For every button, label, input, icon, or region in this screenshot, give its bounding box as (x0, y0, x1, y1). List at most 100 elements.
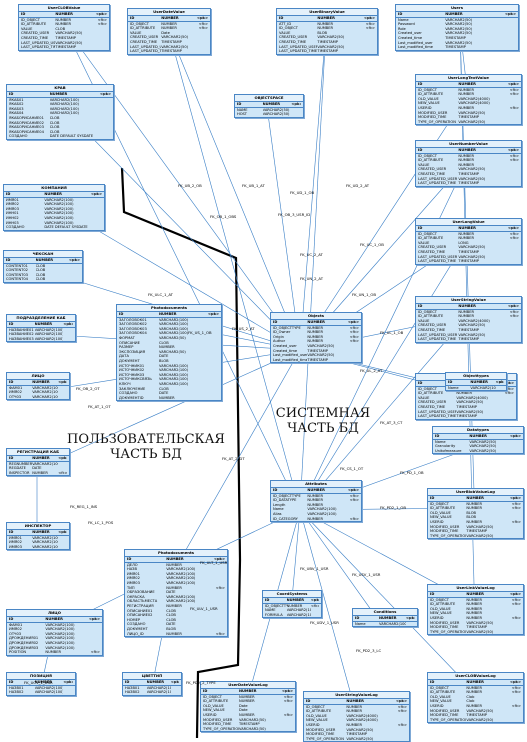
relation-label: FK_PD_1_OB (400, 470, 424, 475)
relation-label: FK_OB_2_OT (76, 386, 100, 391)
column-key (498, 45, 516, 50)
column-name: ID (6, 258, 36, 263)
column-type: NUMBER (159, 312, 204, 317)
column-type: VARCHAR2(100) (32, 545, 58, 550)
table-инспектор[interactable]: ИНСПЕКТОРIDNUMBER<pk>ИМЯ01VARCHAR2(100)И… (6, 522, 70, 550)
column-type: VARCHAR2(50) (466, 534, 507, 539)
column-key (291, 112, 301, 117)
column-key: <pk> (507, 592, 521, 597)
column-name: ID (306, 699, 346, 704)
relation-label: FK_UC_2_AT (300, 252, 323, 257)
column-name: ID (273, 320, 307, 325)
column-type: NUMBER (36, 258, 69, 263)
relation-label: FK_OB_3_USR_ID (278, 212, 310, 217)
column-type: VARCHAR2(100) (147, 690, 171, 695)
column-key (346, 358, 359, 363)
table-title: UserBlobValueLog (428, 489, 523, 496)
column-key: <pk> (504, 148, 519, 153)
column-type: VARCHAR2(100) (470, 386, 495, 391)
column-type: NUMBER (445, 12, 498, 17)
table-title: UserCLOBValue (19, 5, 109, 12)
relation-label: FK_UB_1_AT (242, 183, 265, 188)
table-title: UserLongValue (416, 219, 521, 226)
column-type: TIMESTAMP (445, 45, 498, 50)
column-name: ID (279, 16, 317, 21)
column-name: ID (9, 92, 50, 97)
column-key: <pk> (63, 322, 73, 327)
column-name: ДОКУМЕНТID (119, 396, 159, 401)
table-coordsystems[interactable]: CoordSystemsIDNUMBER<pk>ID_OBJECTTYPENUM… (262, 590, 322, 618)
relation-line (168, 28, 300, 350)
column-key: <pk> (504, 226, 519, 231)
relation-label: FK_UD_1_OB (290, 190, 314, 195)
table-title: KPAB (7, 85, 113, 92)
column-name: ID (430, 680, 466, 685)
table-title: Datatypes (433, 427, 523, 434)
column-type: TIMESTAMP (55, 45, 94, 50)
column-type: NUMBER (239, 689, 280, 694)
column-name: ID (127, 557, 166, 562)
column-type: TIMESTAMP (161, 49, 196, 54)
column-key: <pk> (58, 380, 67, 385)
table-title: ПОДРАЗДЕЛЕНИЕ КАБ (7, 315, 75, 322)
table-регистрация[interactable]: РЕГИСТРАЦИЯ КАБIDNUMBER<pk>REGNUMBERVARC… (6, 448, 70, 476)
table-usertype1[interactable]: ЦВЕТТИПIDNUMBER<pk>НАЗВ01VARCHAR2(100)НА… (122, 672, 182, 696)
column-key: <pk> (280, 689, 294, 694)
column-name: ID (265, 598, 287, 603)
column-type: VARCHAR2(50) (469, 449, 508, 454)
column-name: TYPE_OF_OPERATION (306, 737, 346, 742)
column-key: <pk> (63, 680, 73, 685)
column-type: NUMBER (466, 680, 507, 685)
column-type: NUMBER (35, 322, 64, 327)
column-name: ID (430, 496, 466, 501)
relation-label: FK_ULV_1_USR (190, 606, 218, 611)
relation-label: FK_ULT_1_USR (200, 560, 227, 565)
relation-label: FK_PD2_3_LC (356, 648, 381, 653)
relation-label: FK_CS_1_OT (340, 466, 363, 471)
column-name: LAST_UPDATED_TIME (418, 181, 458, 186)
table-лицо[interactable]: ЛИЦОIDNUMBER<pk>ФАМ01VARCHAR2(100)ИМЯ02V… (6, 372, 70, 400)
column-key: <pk> (508, 434, 521, 439)
user-zone-label-line1: ПОЛЬЗОВАТЕЛЬСКАЯ (52, 432, 240, 447)
column-type: VARCHAR2(50) (466, 630, 507, 635)
column-name: ID (237, 102, 263, 107)
column-name: ID (21, 12, 55, 17)
column-type: DATE DEFAULT SYSDATE (44, 225, 87, 230)
column-type: DATE DEFAULT SYSDATE (50, 134, 96, 139)
